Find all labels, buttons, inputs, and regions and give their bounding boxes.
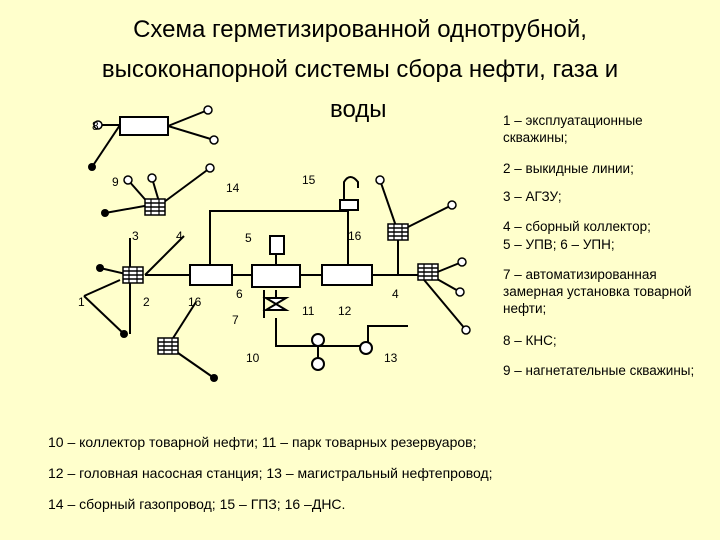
legend-item-5: 5 – УПВ; 6 – УПН;	[503, 237, 615, 252]
legend-item-1: 1 – эксплуатационные скважины;	[503, 113, 643, 145]
dns-box-right	[321, 264, 373, 286]
label-16b: 16	[188, 295, 202, 309]
label-5: 5	[245, 231, 252, 245]
label-14: 14	[226, 181, 240, 195]
label-2: 2	[143, 295, 150, 309]
equipment	[119, 116, 373, 371]
number-labels: 8 9 14 15 3 4 5 16 1 2 16 6 4 7 11 12 10…	[78, 119, 399, 365]
label-7: 7	[232, 313, 239, 327]
legend-item-9: 9 – нагнетательные скважины;	[503, 363, 695, 378]
well-head-icon	[122, 266, 144, 284]
label-3: 3	[132, 229, 139, 243]
gpz-box	[339, 199, 359, 211]
label-4b: 4	[392, 287, 399, 301]
reservoir-icon	[311, 333, 325, 347]
legend-item-4: 4 – сборный коллектор;	[503, 219, 651, 234]
label-6: 6	[236, 287, 243, 301]
legend-item-2: 2 – выкидные линии;	[503, 161, 634, 176]
label-8: 8	[92, 119, 99, 133]
legend-item-3: 3 – АГЗУ;	[503, 189, 562, 204]
label-9: 9	[112, 175, 119, 189]
bottom-legend-3: 14 – сборный газопровод; 15 – ГПЗ; 16 –Д…	[48, 496, 346, 512]
pipelines	[83, 109, 467, 379]
legend-item-7: 7 – автоматизированная замерная установк…	[503, 267, 692, 316]
label-4a: 4	[176, 229, 183, 243]
label-13: 13	[384, 351, 398, 365]
legend-item-8: 8 – КНС;	[503, 333, 557, 348]
well-head-icon	[144, 198, 166, 216]
title-line-2: высоконапорной системы сбора нефти, газа…	[101, 56, 619, 83]
valve-7-icon	[262, 297, 290, 311]
upn-box	[251, 264, 301, 288]
gpz-stack-icon	[343, 176, 359, 200]
upv-box	[269, 235, 285, 255]
diagram-title: Схема герметизированной однотрубной, выс…	[0, 10, 720, 123]
label-16a: 16	[348, 229, 362, 243]
title-line-1: Схема герметизированной однотрубной,	[133, 16, 587, 43]
label-10: 10	[246, 351, 260, 365]
bottom-legend-1: 10 – коллектор товарной нефти; 11 – парк…	[48, 434, 477, 450]
well-end-points	[88, 163, 218, 382]
well-head-icon	[387, 223, 409, 241]
label-1: 1	[78, 295, 85, 309]
pump-station-icon	[359, 341, 373, 355]
well-open-points	[93, 105, 471, 335]
label-11: 11	[302, 304, 315, 318]
dns-box-left	[189, 264, 233, 286]
label-15: 15	[302, 173, 316, 187]
well-head-icon	[417, 263, 439, 281]
bottom-legend-2: 12 – головная насосная станция; 13 – маг…	[48, 465, 493, 481]
kns-box	[119, 116, 169, 136]
well-head-icon	[157, 337, 179, 355]
title-line-3: воды	[330, 96, 387, 123]
label-12: 12	[338, 304, 352, 318]
reservoir-icon	[311, 357, 325, 371]
